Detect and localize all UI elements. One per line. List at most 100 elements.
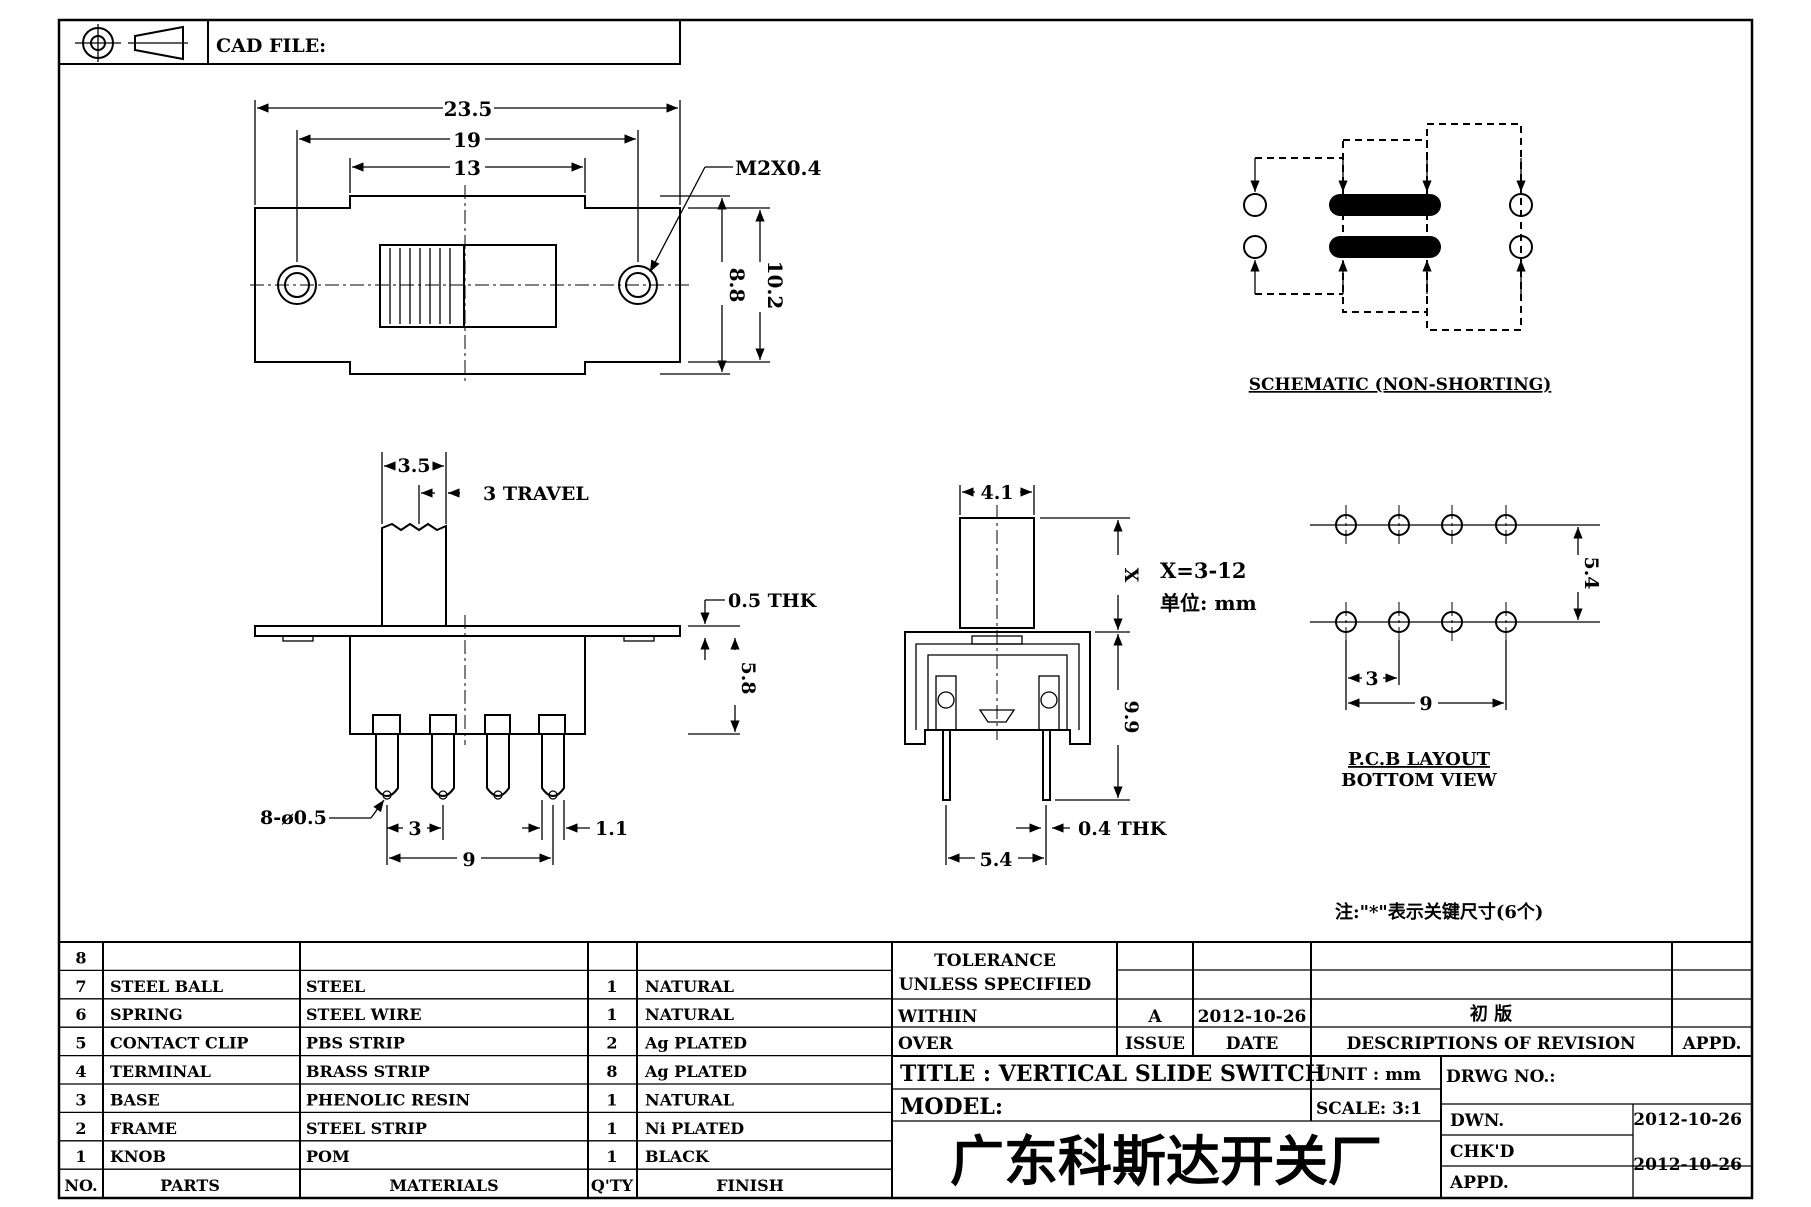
bom-cell-part: FRAME — [110, 1119, 177, 1138]
bom-cell-qty: 1 — [606, 1090, 617, 1109]
bom-cell-no: 1 — [75, 1147, 86, 1166]
dim-outer-height: 10.2 — [763, 261, 787, 310]
travel-callout: 3 TRAVEL — [483, 483, 589, 505]
bom-cell-material: PHENOLIC RESIN — [306, 1090, 470, 1109]
dim-pin-width: 1.1 — [595, 818, 628, 840]
scale-label: SCALE: 3:1 — [1316, 1099, 1422, 1119]
dim-knob-width-end: 4.1 — [980, 482, 1013, 504]
revision-descriptions-label: DESCRIPTIONS OF REVISION — [1346, 1034, 1635, 1054]
pcb-dim-pitch: 3 — [1365, 668, 1378, 690]
bom-cell-finish: BLACK — [645, 1147, 710, 1166]
bom-cell-no: 6 — [75, 1005, 86, 1024]
bom-cell-finish: NATURAL — [645, 1005, 734, 1024]
pcb-dim-row-spacing: 5.4 — [1580, 556, 1602, 589]
header-box: CAD FILE: — [58, 19, 681, 65]
unit-note: 单位: mm — [1160, 591, 1257, 615]
x-range: X=3-12 — [1160, 558, 1246, 583]
bom-cell-part: KNOB — [110, 1147, 166, 1166]
approved-by-label: APPD. — [1449, 1173, 1509, 1193]
side-view: 3.5 3 TRAVEL 0.5 THK 5.8 8-ø0.5 3 9 1.1 — [254, 452, 818, 871]
bom-cell-qty: 1 — [606, 977, 617, 996]
bom-cell-qty: 1 — [606, 1005, 617, 1024]
bom-cell-qty: 1 — [606, 1119, 617, 1138]
dim-pin-row-spacing: 5.4 — [979, 849, 1012, 871]
dim-inner-height: 8.8 — [725, 268, 749, 303]
title-block: TOLERANCE UNLESS SPECIFIED WITHIN OVER A… — [892, 941, 1752, 1198]
unless-specified-label: UNLESS SPECIFIED — [899, 975, 1092, 995]
bom-cell-no: 4 — [75, 1062, 86, 1081]
bom-cell-part: STEEL BALL — [110, 977, 223, 996]
drawn-by-label: DWN. — [1450, 1111, 1504, 1131]
dim-overall-width: 23.5 — [444, 97, 493, 121]
bom-cell-material: PBS STRIP — [306, 1034, 405, 1053]
bom-cell-part: BASE — [110, 1090, 160, 1109]
end-view: 4.1 X 9.9 X=3-12 单位: mm 5.4 0.4 THK — [904, 482, 1257, 871]
sheet-border — [57, 18, 1754, 1200]
dim-body-width: 13 — [453, 156, 481, 180]
schematic-caption: SCHEMATIC (NON-SHORTING) — [1249, 375, 1552, 395]
projection-symbol-icon — [75, 24, 188, 62]
within-label: WITHIN — [897, 1007, 977, 1027]
bom-cell-material: POM — [306, 1147, 350, 1166]
drawn-date: 2012-10-26 — [1633, 1110, 1742, 1130]
bom-cell-finish: NATURAL — [645, 977, 734, 996]
dim-hole-spacing: 19 — [453, 128, 481, 152]
bom-cell-material: STEEL STRIP — [306, 1119, 427, 1138]
pcb-dimensions: 5.4 3 9 P.C.B LAYOUT BOTTOM VIEW — [1310, 524, 1602, 791]
bom-cell-finish: NATURAL — [645, 1090, 734, 1109]
checked-date: 2012-10-26 — [1633, 1155, 1742, 1175]
bom-cell-no: 7 — [75, 977, 86, 996]
frame-thickness: 0.5 THK — [728, 590, 818, 612]
bom-cell-no: 5 — [75, 1034, 86, 1053]
bom-cell-no: 3 — [75, 1090, 86, 1109]
bom-header-material: MATERIALS — [389, 1176, 498, 1195]
date-label: DATE — [1226, 1034, 1279, 1054]
drawing-number-label: DRWG NO.: — [1446, 1067, 1556, 1087]
company-name: 广东科斯达开关厂 — [950, 1130, 1382, 1193]
bom-cell-part: CONTACT CLIP — [110, 1034, 248, 1053]
x-dimension-symbol: X — [1120, 568, 1142, 583]
dim-pin-span: 9 — [462, 849, 475, 871]
revision-description: 初 版 — [1470, 1003, 1512, 1025]
issue-label: ISSUE — [1125, 1034, 1185, 1054]
dim-body-height: 5.8 — [737, 661, 759, 694]
checked-by-label: CHK'D — [1450, 1142, 1515, 1162]
pcb-caption-line2: BOTTOM VIEW — [1341, 770, 1497, 791]
bom-cell-qty: 2 — [606, 1034, 617, 1053]
bom-cell-part: SPRING — [110, 1005, 183, 1024]
model-label: MODEL: — [900, 1094, 1003, 1120]
drawing-title: TITLE : VERTICAL SLIDE SWITCH — [900, 1061, 1326, 1087]
bom-cell-finish: Ag PLATED — [644, 1034, 747, 1053]
terminal-thickness: 0.4 THK — [1078, 818, 1168, 840]
bom-cell-no: 2 — [75, 1119, 86, 1138]
bom-header-part: PARTS — [160, 1176, 220, 1195]
thread-callout: M2X0.4 — [735, 156, 821, 180]
bom-cell-finish: Ag PLATED — [644, 1062, 747, 1081]
pcb-caption-line1: P.C.B LAYOUT — [1348, 749, 1491, 770]
bom-header-no: NO. — [64, 1176, 97, 1195]
bom-header-finish: FINISH — [716, 1176, 784, 1195]
revision-issue: A — [1147, 1007, 1162, 1027]
unit-label: UNIT : mm — [1316, 1065, 1421, 1085]
dim-end-height: 9.9 — [1120, 700, 1142, 733]
bom-cell-qty: 8 — [606, 1062, 617, 1081]
footnote: 注:"*"表示关键尺寸(6个) — [1335, 901, 1543, 923]
cad-file-label: CAD FILE: — [216, 35, 326, 57]
revision-date: 2012-10-26 — [1198, 1007, 1307, 1027]
knob-ribs — [389, 248, 451, 324]
bom-cell-material: BRASS STRIP — [306, 1062, 430, 1081]
pcb-dim-span: 9 — [1419, 693, 1432, 715]
pin-diameter-callout: 8-ø0.5 — [260, 807, 327, 829]
appd-label: APPD. — [1682, 1034, 1742, 1054]
bom-cell-material: STEEL WIRE — [306, 1005, 422, 1024]
dim-knob-width: 3.5 — [397, 455, 430, 477]
top-view: 23.5 19 13 8.8 10.2 M2X0.4 — [250, 97, 821, 385]
bom-cell-material: STEEL — [306, 977, 365, 996]
bom-cell-part: TERMINAL — [110, 1062, 211, 1081]
schematic-view: SCHEMATIC (NON-SHORTING) — [1243, 123, 1552, 395]
dim-pin-pitch: 3 — [408, 818, 421, 840]
tolerance-label: TOLERANCE — [934, 951, 1056, 971]
bom-cell-no: 8 — [75, 948, 86, 967]
